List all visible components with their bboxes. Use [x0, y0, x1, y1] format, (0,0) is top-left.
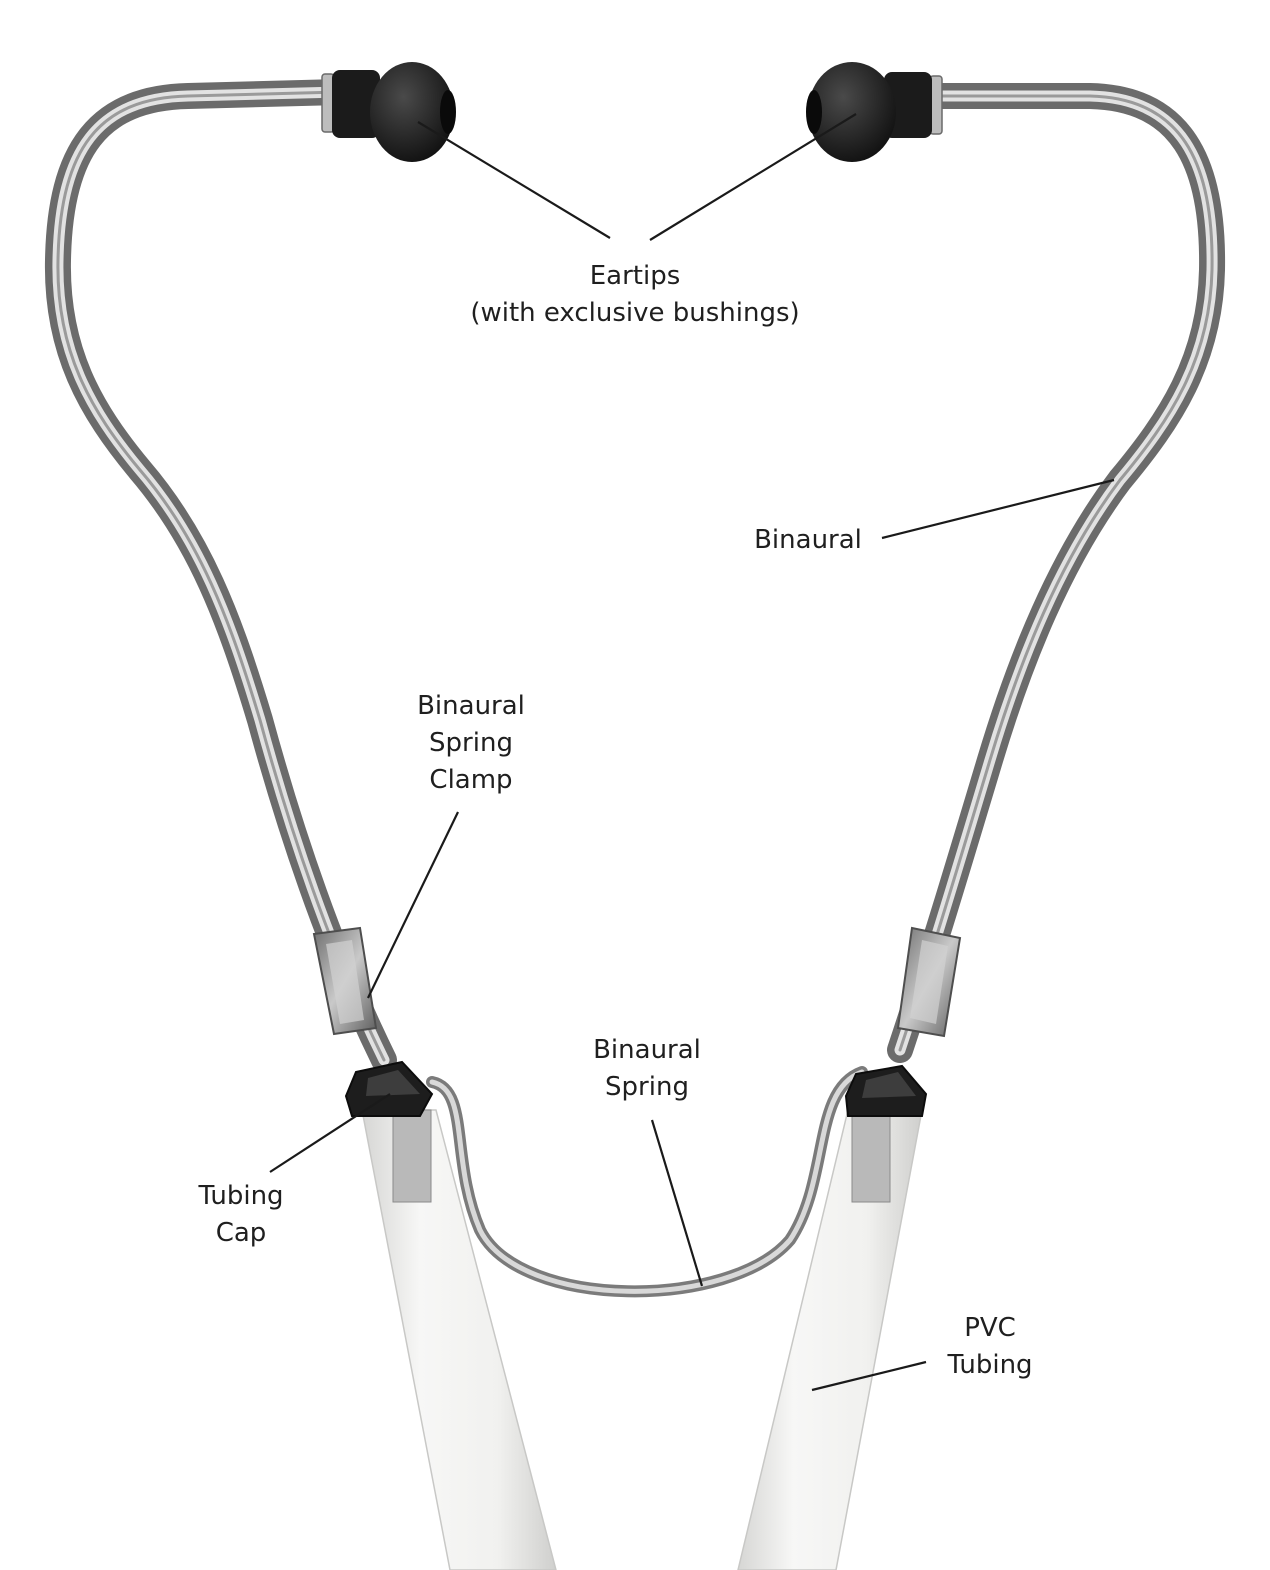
label-eartips: Eartips (with exclusive bushings) — [460, 258, 810, 332]
leader-pvc-tubing — [811, 1360, 927, 1392]
stem-right — [851, 1109, 891, 1203]
leader-lines — [269, 113, 1115, 1392]
label-spring-clamp-line1: Binaural — [417, 691, 525, 721]
leader-spring — [650, 1119, 704, 1287]
label-eartips-line1: Eartips — [589, 261, 681, 291]
stem-left — [392, 1109, 432, 1203]
label-spring-clamp-line3: Clamp — [429, 765, 513, 795]
label-pvc-tubing: PVC Tubing — [930, 1310, 1050, 1384]
pvc-tubing-left — [361, 1109, 557, 1570]
leader-tubing-cap — [269, 1093, 391, 1173]
label-spring-line2: Spring — [605, 1072, 689, 1102]
label-binaural-line1: Binaural — [754, 525, 862, 555]
leader-eartip-left — [417, 121, 611, 239]
spring-clamp-right — [896, 926, 962, 1038]
label-tubing-cap: Tubing Cap — [180, 1178, 302, 1252]
label-binaural: Binaural — [740, 522, 876, 559]
eartip-left — [321, 62, 456, 162]
label-pvc-tubing-line2: Tubing — [947, 1350, 1033, 1380]
label-spring-clamp-line2: Spring — [429, 728, 513, 758]
eartip-right — [806, 62, 943, 162]
leader-spring-clamp — [367, 811, 459, 999]
binaural-tube-left — [44, 79, 397, 1073]
label-pvc-tubing-line1: PVC — [964, 1313, 1016, 1343]
pvc-tubing-right — [737, 1109, 923, 1570]
label-spring-clamp: Binaural Spring Clamp — [400, 688, 542, 799]
spring-clamp-left — [312, 926, 378, 1036]
label-tubing-cap-line2: Cap — [215, 1218, 267, 1248]
leader-binaural — [881, 478, 1115, 540]
label-tubing-cap-line1: Tubing — [198, 1181, 284, 1211]
label-spring: Binaural Spring — [576, 1032, 718, 1106]
label-eartips-line2: (with exclusive bushings) — [470, 298, 800, 328]
leader-eartip-right — [649, 113, 857, 241]
label-spring-line1: Binaural — [593, 1035, 701, 1065]
